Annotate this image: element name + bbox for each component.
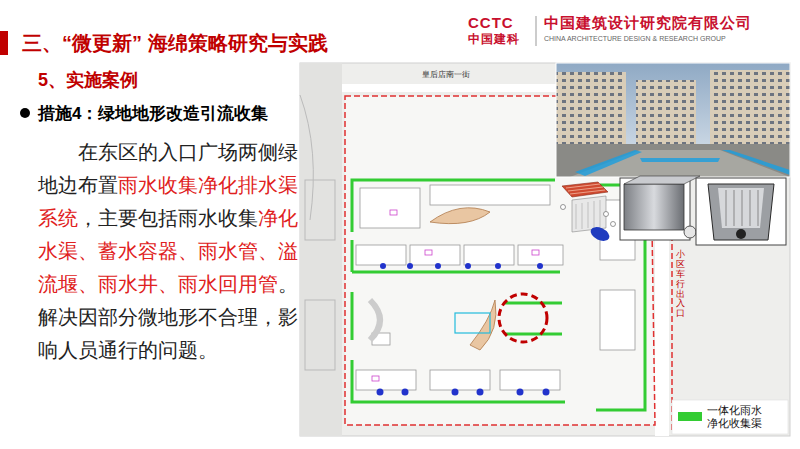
legend-swatch bbox=[678, 412, 702, 421]
legend-text: 一体化雨水净化收集渠 bbox=[707, 404, 764, 430]
logo-company: 中国建筑设计研究院有限公司 bbox=[544, 14, 752, 33]
site-plan bbox=[300, 63, 790, 436]
logo-cn-short: 中国建科 bbox=[468, 31, 520, 48]
logo-company-en: CHINA ARCHITECTURE DESIGN & RESEARCH GRO… bbox=[544, 35, 726, 42]
legend-panel bbox=[672, 400, 788, 434]
channel-product bbox=[561, 176, 787, 245]
bullet-dot bbox=[20, 108, 30, 118]
body-text: ，主要包括雨水收集 bbox=[78, 207, 258, 229]
entrance-label: 小区车行出入口 bbox=[676, 250, 685, 319]
header-accent bbox=[0, 31, 8, 55]
body-paragraph: 在东区的入口广场两侧绿地边布置雨水收集净化排水渠系统，主要包括雨水收集净化水渠、… bbox=[38, 136, 300, 367]
measure-heading: 措施4：绿地地形改造引流收集 bbox=[38, 102, 268, 125]
logo-separator bbox=[536, 16, 537, 46]
site-photo bbox=[556, 63, 790, 177]
slide-title: 三、“微更新” 海绵策略研究与实践 bbox=[22, 30, 328, 57]
road-name: 皇后店南一街 bbox=[422, 69, 470, 80]
section-heading: 5、实施案例 bbox=[38, 68, 138, 92]
logo-mark: CCTC bbox=[468, 14, 514, 31]
